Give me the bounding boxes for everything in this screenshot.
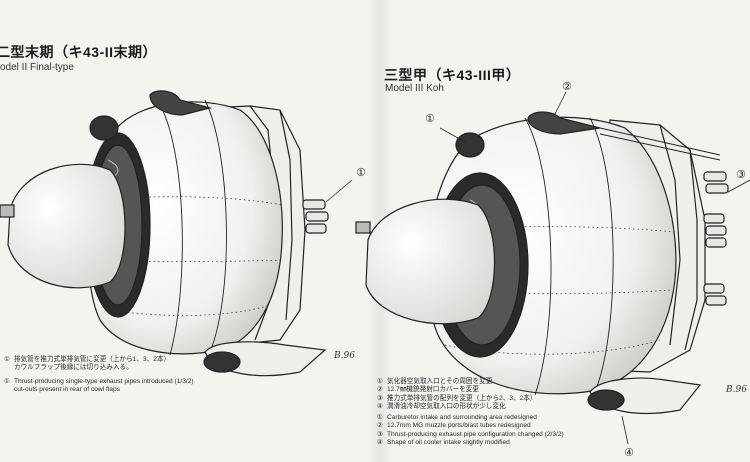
note-text: 気化器空気取入口とその周囲を変更: [387, 378, 493, 385]
note-text: 12.7mm MG muzzle ports/blast tubes redes…: [387, 422, 531, 430]
right-notes-jp: ① 気化器空気取入口とその周囲を変更 ② 12.7㎜機銃発射口カバーを変更 ③ 推力式…: [377, 378, 536, 412]
right-notes-en: ① Carburetor intake and surrounding area …: [377, 414, 564, 448]
note-line: ④ Shape of oil cooler intake slightly mod…: [377, 439, 564, 447]
note-number: ④: [377, 439, 383, 447]
right-callout-1: ①: [425, 112, 435, 125]
right-signature: B.96: [725, 385, 747, 395]
note-number: ①: [377, 414, 383, 421]
note-line: ① 排気管を推力式単排気管に変更（上から1、3、2本）: [4, 356, 170, 364]
note-text: Thrust-producing exhaust pipe configurat…: [387, 430, 564, 438]
left-title-jp: 二型末期（キ43-II末期）: [0, 44, 158, 60]
note-number: ①: [4, 378, 10, 385]
note-text: 12.7㎜機銃発射口カバーを変更: [387, 386, 479, 394]
left-callout-1: ①: [356, 166, 366, 179]
left-engine-drawing: [0, 90, 353, 377]
left-notes-jp: ① 排気管を推力式単排気管に変更（上から1、3、2本） カウルフラップ後縁には切り…: [4, 356, 170, 373]
note-line: ④ 潤滑油冷却空気取入口の形状が少し変化: [377, 403, 536, 411]
note-line: カウルフラップ後縁には切り込み入る。: [4, 364, 170, 372]
note-text: Shape of oil cooler intake slightly modi…: [387, 439, 510, 447]
right-callout-3: ③: [736, 168, 746, 181]
note-number: ①: [377, 378, 383, 385]
note-number: ②: [377, 386, 383, 394]
note-text: 推力式単排気管の配列を変更（上から2、3、2本）: [387, 394, 537, 402]
note-line: ① 気化器空気取入口とその周囲を変更: [377, 378, 536, 386]
note-number: ①: [4, 356, 10, 363]
note-line: cut-outs present in rear of cowl flaps: [4, 386, 194, 394]
note-line: ③ Thrust-producing exhaust pipe configura…: [377, 431, 564, 439]
right-engine-drawing: [355, 91, 750, 445]
note-number: ④: [377, 403, 383, 411]
note-line: ② 12.7㎜機銃発射口カバーを変更: [377, 386, 536, 394]
note-line: ① Thrust-producing single-type exhaust pi…: [4, 378, 194, 386]
left-notes-en: ① Thrust-producing single-type exhaust pi…: [4, 378, 194, 395]
right-title-jp: 三型甲（キ43-III甲）: [384, 67, 521, 83]
note-number: ③: [377, 430, 383, 438]
note-line: ② 12.7mm MG muzzle ports/blast tubes rede…: [377, 422, 564, 430]
note-line: ① Carburetor intake and surrounding area …: [377, 414, 564, 422]
right-callout-4: ④: [624, 446, 634, 459]
left-signature: B.96: [333, 351, 355, 361]
note-text: cut-outs present in rear of cowl flaps: [14, 386, 120, 394]
note-text: Thrust-producing single-type exhaust pip…: [14, 378, 194, 385]
right-callout-2: ②: [562, 80, 572, 93]
left-title-en: odel II Final-type: [0, 62, 74, 73]
right-title-en: Model III Koh: [385, 83, 444, 94]
note-line: ③ 推力式単排気管の配列を変更（上から2、3、2本）: [377, 395, 536, 403]
note-number: ③: [377, 394, 383, 402]
note-text: カウルフラップ後縁には切り込み入る。: [14, 364, 133, 372]
note-text: Carburetor intake and surrounding area r…: [387, 414, 537, 421]
note-text: 排気管を推力式単排気管に変更（上から1、3、2本）: [14, 356, 171, 363]
note-number: ②: [377, 422, 383, 430]
note-text: 潤滑油冷却空気取入口の形状が少し変化: [387, 403, 506, 411]
